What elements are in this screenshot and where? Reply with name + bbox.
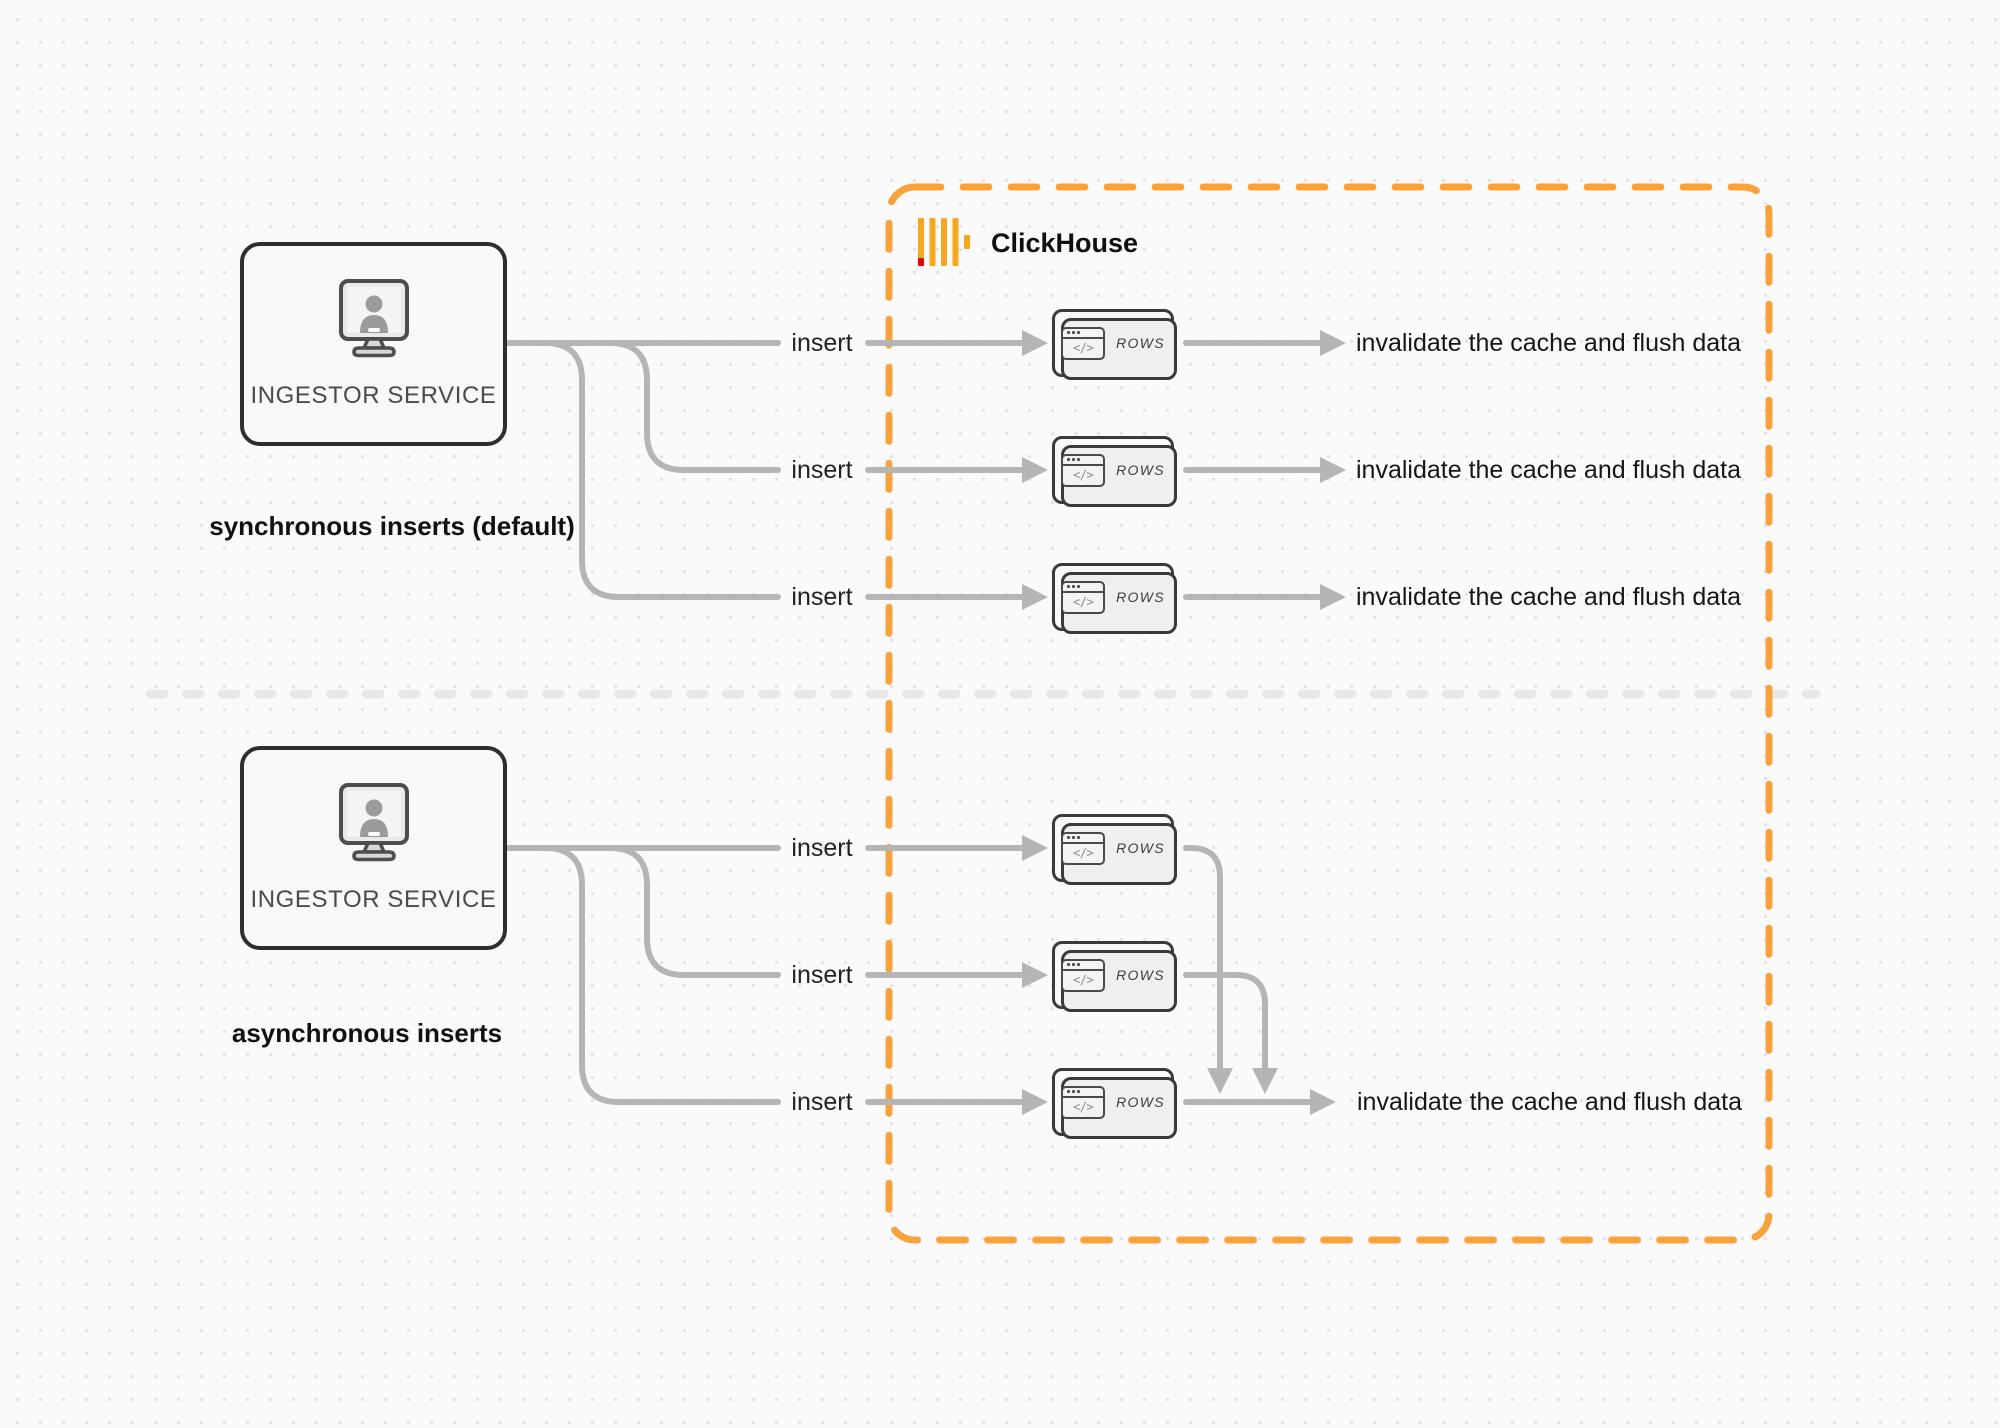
- async-rows-card-2: </> ROWS: [1052, 941, 1177, 1012]
- sync-insert-label-3: insert: [791, 583, 853, 611]
- sync-insert-label-2: insert: [791, 456, 853, 484]
- async-merge-line-1: [1183, 845, 1223, 1071]
- sync-flow-lines: [505, 340, 1323, 600]
- async-branch-line-2: [607, 845, 781, 978]
- async-insert-label-2: insert: [791, 961, 853, 989]
- code-window-icon: </>: [1061, 1085, 1106, 1119]
- sync-result-label-3: invalidate the cache and flush data: [1356, 583, 1741, 611]
- user-workstation-icon: [338, 279, 409, 358]
- user-workstation-icon: [338, 783, 409, 862]
- arrowhead-icon: [1022, 835, 1048, 861]
- rows-label: ROWS: [1116, 462, 1165, 478]
- sync-rows-card-3: </> ROWS: [1052, 563, 1177, 634]
- clickhouse-label: ClickHouse: [991, 227, 1139, 258]
- arrowhead-icon: [1310, 1089, 1336, 1115]
- sync-rows-card-2: </> ROWS: [1052, 436, 1177, 507]
- clickhouse-logo: ClickHouse: [918, 217, 1138, 269]
- sync-insert-label-1: insert: [791, 329, 853, 357]
- sync-branch-line-3: [542, 340, 781, 600]
- rows-label: ROWS: [1116, 335, 1165, 351]
- async-merge-line-2: [1183, 972, 1268, 1071]
- async-branch-line-3: [542, 845, 781, 1105]
- code-window-icon: </>: [1061, 831, 1106, 865]
- code-window-icon: </>: [1061, 453, 1106, 487]
- rows-label: ROWS: [1116, 589, 1165, 605]
- sync-rows-card-1: </> ROWS: [1052, 309, 1177, 380]
- async-arrowheads: [1022, 835, 1336, 1115]
- arrowhead-icon: [1320, 457, 1346, 483]
- code-window-icon: </>: [1061, 958, 1106, 992]
- arrowhead-icon: [1022, 457, 1048, 483]
- arrowhead-icon: [1022, 1089, 1048, 1115]
- arrowhead-down-icon: [1252, 1068, 1278, 1094]
- sync-section-caption: synchronous inserts (default): [209, 511, 575, 541]
- async-ingestor-service-label: INGESTOR SERVICE: [250, 886, 497, 913]
- async-insert-label-3: insert: [791, 1088, 853, 1116]
- rows-label: ROWS: [1116, 967, 1165, 983]
- arrowhead-icon: [1022, 962, 1048, 988]
- rows-label: ROWS: [1116, 1094, 1165, 1110]
- arrowhead-icon: [1320, 584, 1346, 610]
- code-window-icon: </>: [1061, 326, 1106, 360]
- rows-label: ROWS: [1116, 840, 1165, 856]
- async-ingestor-service-box: INGESTOR SERVICE: [240, 746, 507, 950]
- clickhouse-bars-icon: [918, 218, 970, 266]
- async-section-caption: asynchronous inserts: [231, 1018, 503, 1048]
- async-flow-lines: [505, 845, 1313, 1105]
- arrowhead-icon: [1022, 330, 1048, 356]
- async-rows-card-1: </> ROWS: [1052, 814, 1177, 885]
- arrowhead-icon: [1320, 330, 1346, 356]
- sync-result-label-1: invalidate the cache and flush data: [1356, 329, 1741, 357]
- sync-result-label-2: invalidate the cache and flush data: [1356, 456, 1741, 484]
- arrowhead-icon: [1022, 584, 1048, 610]
- async-rows-card-3: </> ROWS: [1052, 1068, 1177, 1139]
- sync-branch-line-2: [607, 340, 781, 473]
- sync-ingestor-service-box: INGESTOR SERVICE: [240, 242, 507, 446]
- arrowhead-down-icon: [1207, 1068, 1233, 1094]
- sync-ingestor-service-label: INGESTOR SERVICE: [250, 382, 497, 409]
- async-result-label: invalidate the cache and flush data: [1357, 1088, 1742, 1116]
- code-window-icon: </>: [1061, 580, 1106, 614]
- async-insert-label-1: insert: [791, 834, 853, 862]
- sync-arrowheads: [1022, 330, 1346, 610]
- clickhouse-boundary-box: [885, 183, 1773, 1244]
